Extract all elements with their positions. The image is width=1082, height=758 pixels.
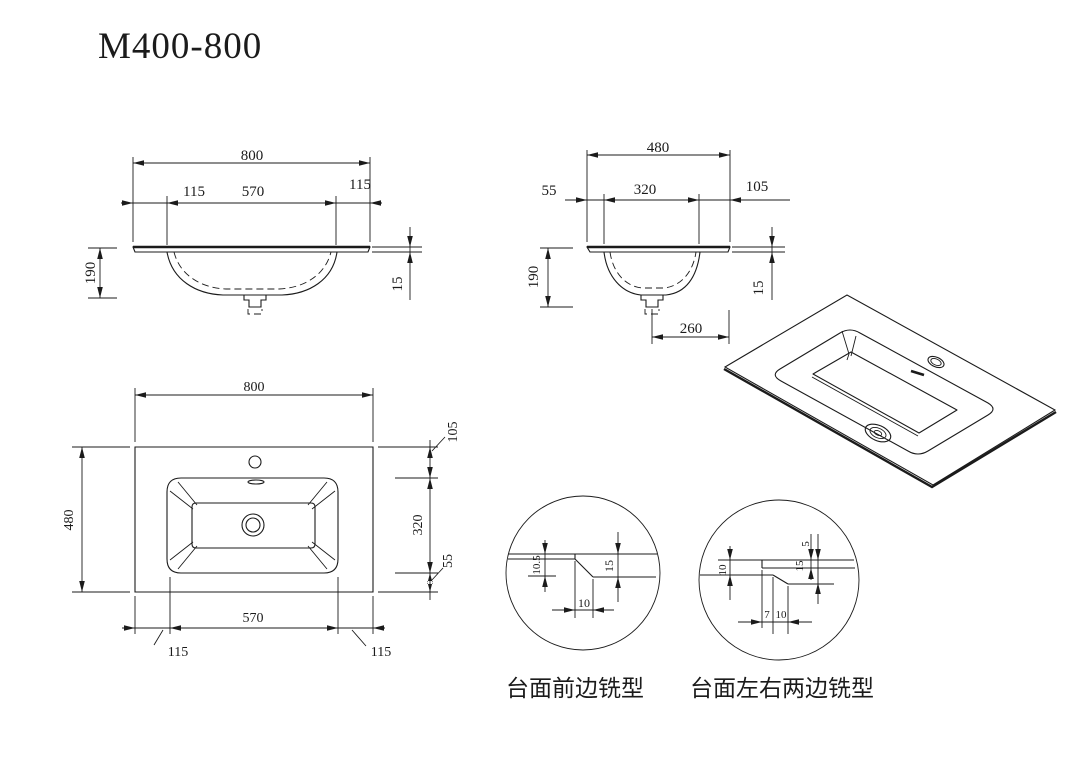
- detail2-dim-lip-thickness: 5: [800, 541, 812, 547]
- basin-corner-slope-lines: [169, 481, 336, 570]
- basin-bowl-outline: [603, 251, 701, 296]
- front-dim-basin-width: 570: [242, 184, 265, 200]
- side-section-view: 480 55 320 105 190 15 260: [526, 140, 790, 344]
- drain-hole-inner: [245, 517, 261, 533]
- slab-thickness-edge: [723, 367, 1057, 489]
- drawing-title: M400-800: [98, 26, 262, 67]
- plan-dim-basin-depth: 320: [411, 515, 426, 536]
- plan-dim-right-offset: 115: [371, 645, 391, 660]
- detail-circle: [698, 499, 860, 661]
- basin-bowl-hidden-line: [609, 251, 697, 289]
- plan-dim-back-offset: 105: [446, 422, 461, 443]
- drain-3d-inner: [873, 429, 883, 437]
- side-dim-front-offset: 55: [542, 183, 557, 199]
- front-dim-left-offset: 115: [183, 184, 205, 200]
- drain-hole-outer: [241, 513, 265, 537]
- detail2-dim-step-b: 10: [776, 609, 788, 621]
- front-dim-overall-width: 800: [241, 148, 264, 164]
- caption-front-edge-milling: 台面前边铣型: [506, 676, 644, 701]
- side-dim-height: 190: [526, 266, 542, 289]
- faucet-hole-3d-outer: [927, 355, 945, 369]
- plan-dim-left-offset: 115: [168, 645, 188, 660]
- detail-side-edge-milling: 10 5 15 7 10: [698, 499, 860, 661]
- front-section-view: 800 115 570 115 190 15: [83, 148, 422, 315]
- basin-bottom-outline: [191, 502, 316, 549]
- drain-3d-mid: [869, 426, 887, 440]
- front-dim-height: 190: [83, 262, 99, 285]
- corner-overflow-detail: [841, 330, 857, 361]
- detail1-dimension-lines: [528, 532, 619, 618]
- side-dim-basin-depth: 320: [634, 182, 657, 198]
- detail2-dim-step-a: 7: [764, 609, 770, 621]
- front-dim-right-offset: 115: [349, 177, 371, 193]
- plan-dimension-arrows: [79, 392, 433, 631]
- basin-bottom-edge-line: [811, 376, 919, 437]
- plan-dimension-lines: [72, 388, 446, 647]
- drain-outline: [640, 295, 664, 308]
- front-dimension-lines: [88, 157, 422, 300]
- basin-rim-outline: [166, 477, 339, 574]
- drain-outline: [243, 295, 267, 308]
- isometric-view: [723, 294, 1057, 489]
- basin-rim-outline-3d: [774, 329, 994, 455]
- side-dimension-lines: [540, 150, 790, 344]
- faucet-hole-3d-inner: [930, 358, 942, 366]
- detail2-dim-groove-depth: 10: [717, 564, 729, 576]
- drain-3d-outer: [864, 423, 892, 443]
- basin-bowl-hidden-line: [173, 251, 332, 290]
- side-dim-overall-depth: 480: [647, 140, 670, 156]
- side-dim-back-offset: 105: [746, 179, 769, 195]
- plan-dim-basin-width: 570: [243, 611, 264, 626]
- edge-profile: [508, 553, 657, 578]
- basin-bottom-outline-3d: [812, 351, 958, 434]
- slab-outline: [723, 294, 1057, 486]
- plan-dim-overall-depth: 480: [62, 510, 77, 531]
- edge-profile: [700, 559, 855, 585]
- detail2-dimension-arrows: [727, 549, 821, 625]
- side-dim-top-thickness: 15: [751, 281, 767, 296]
- detail-circle: [505, 495, 661, 651]
- plan-view: 800 480 105 320 55 570 115 115: [62, 380, 461, 660]
- detail2-dim-total-thickness: 15: [794, 560, 806, 572]
- front-dim-top-thickness: 15: [390, 277, 406, 292]
- basin-bowl-outline: [166, 251, 338, 296]
- caption-side-edge-milling: 台面左右两边铣型: [690, 676, 874, 701]
- detail1-dim-total-thickness: 15: [602, 560, 616, 572]
- detail1-dim-edge-depth: 10.5: [531, 555, 543, 575]
- countertop-outline: [134, 446, 374, 593]
- drain-hidden-line: [247, 309, 263, 315]
- detail1-dim-step-width: 10: [578, 596, 590, 610]
- plan-dim-overall-width: 800: [244, 380, 265, 395]
- detail-front-edge-milling: 10.5 15 10: [505, 495, 661, 651]
- overflow-slot: [247, 479, 265, 485]
- faucet-hole: [248, 455, 262, 469]
- plan-dim-front-offset: 55: [441, 554, 456, 568]
- overflow-slot-3d: [910, 369, 925, 377]
- side-dim-drain-to-edge: 260: [680, 321, 703, 337]
